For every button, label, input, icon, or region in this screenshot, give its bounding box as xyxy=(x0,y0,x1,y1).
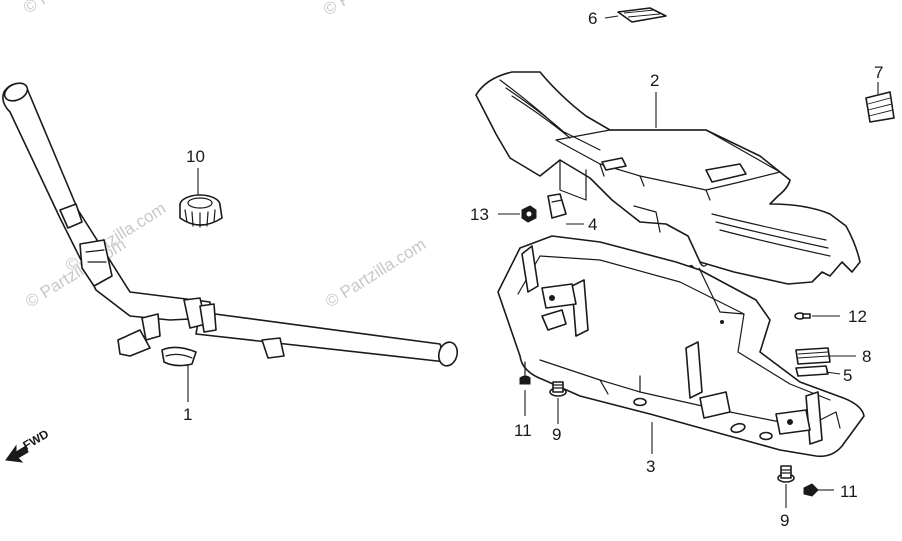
grommet-part-10 xyxy=(179,194,223,228)
label-part-8 xyxy=(795,347,831,365)
screw-part-11-left xyxy=(519,361,531,385)
watermark-top-center: © Partzilla.com xyxy=(320,0,427,19)
callout-11-right: 11 xyxy=(840,482,858,501)
callout-6: 6 xyxy=(588,9,597,28)
forward-arrow: FWD xyxy=(5,427,52,463)
bolt-part-9-right xyxy=(777,465,795,483)
handlebar-part-1 xyxy=(2,82,459,367)
upper-cover-part-2 xyxy=(475,71,861,285)
label-part-5 xyxy=(795,365,829,377)
callout-3: 3 xyxy=(646,457,655,476)
clip-part-4 xyxy=(547,193,567,219)
nut-part-13 xyxy=(521,205,537,223)
callout-5: 5 xyxy=(843,366,852,385)
callout-1: 1 xyxy=(183,405,192,424)
watermark-top-left: © Partzilla.com xyxy=(20,0,127,17)
callout-7: 7 xyxy=(874,63,883,82)
label-part-6 xyxy=(617,7,667,23)
callout-2: 2 xyxy=(650,71,659,90)
callout-11-left: 11 xyxy=(514,421,532,440)
label-part-7 xyxy=(865,91,895,123)
watermark-center: © Partzilla.com xyxy=(322,235,429,312)
lower-cover-part-3 xyxy=(497,235,865,458)
screw-part-11-right xyxy=(803,483,819,497)
forward-label: FWD xyxy=(21,427,52,453)
callout-8: 8 xyxy=(862,347,871,366)
leader-lines xyxy=(187,15,879,508)
callout-13: 13 xyxy=(470,205,489,224)
bolt-part-9-left xyxy=(549,381,567,397)
rivet-part-12 xyxy=(794,312,811,320)
callout-10: 10 xyxy=(186,147,205,166)
callout-9-left: 9 xyxy=(552,425,561,444)
callout-9-right: 9 xyxy=(780,511,789,530)
callout-12: 12 xyxy=(848,307,867,326)
callout-numbers: 1 2 3 4 5 6 7 8 9 9 10 11 11 12 13 xyxy=(183,9,883,530)
callout-4: 4 xyxy=(588,215,597,234)
